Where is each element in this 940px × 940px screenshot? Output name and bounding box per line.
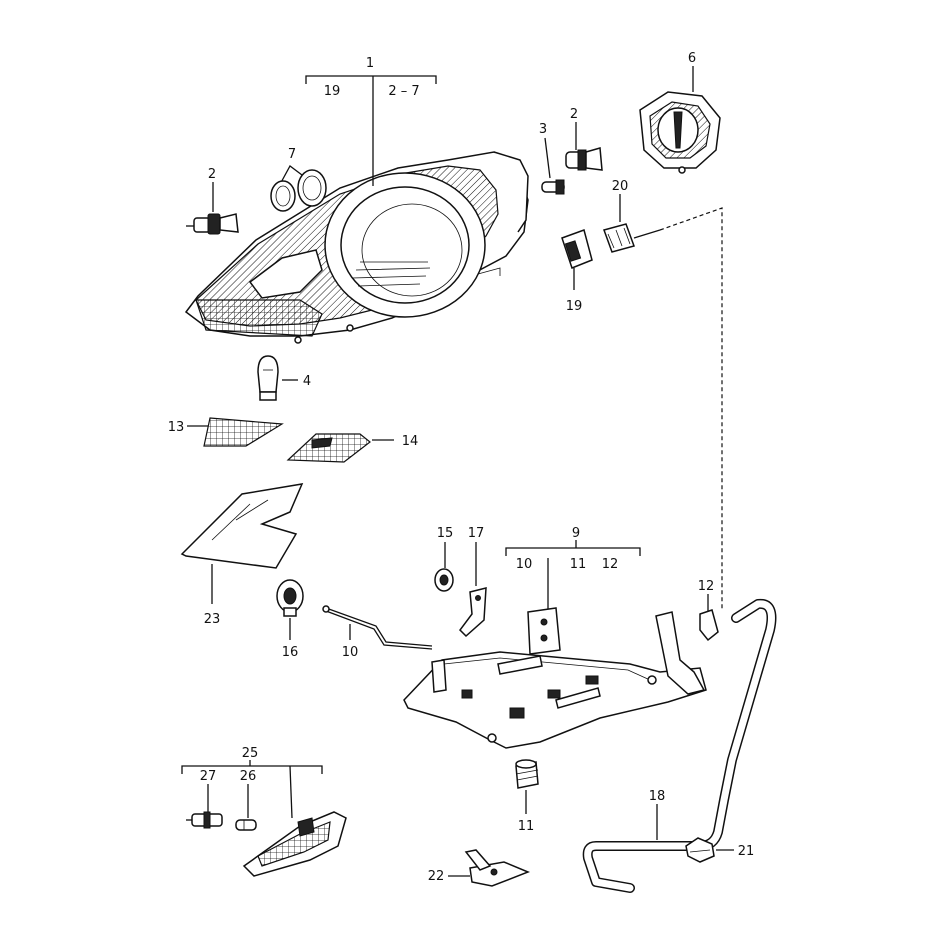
connector-20: 20 [603, 179, 661, 253]
callout-21-label: 21 [738, 844, 755, 859]
seal-rings-7: 7 [270, 147, 327, 212]
grommet-16: 16 [276, 579, 304, 660]
callout-23-label: 23 [204, 612, 221, 627]
hose-clip-21: 21 [685, 837, 755, 863]
nut-15: 15 [434, 526, 454, 592]
callout-17-label: 17 [468, 526, 485, 541]
lens-14: 14 [286, 433, 419, 463]
callout-12-label: 12 [698, 579, 715, 594]
callout-4-label: 4 [303, 374, 311, 389]
bracket-22: 22 [428, 849, 531, 887]
routing-dashed-line [659, 207, 723, 610]
callout-1-label: 1 [366, 56, 374, 71]
bracket-17: 17 [459, 526, 487, 638]
callout-25: 25 27 26 [181, 746, 323, 819]
callout-9-sub-11: 11 [570, 557, 587, 572]
callout-10-label: 10 [342, 645, 359, 660]
spacer-11: 11 [515, 759, 539, 834]
callout-1: 1 19 2 – 7 [305, 56, 437, 186]
lens-13: 13 [168, 417, 284, 447]
headlight-housing [184, 151, 529, 344]
callout-9-sub-12: 12 [602, 557, 619, 572]
callout-25-sub-27: 27 [200, 769, 217, 784]
socket-19: 19 [561, 229, 593, 314]
socket-27 [186, 811, 223, 829]
mounting-base-plate [403, 607, 707, 749]
callout-15-label: 15 [437, 526, 454, 541]
callout-22-label: 22 [428, 869, 445, 884]
bulb-2-left: 2 [186, 167, 239, 235]
callout-25-sub-26: 26 [240, 769, 257, 784]
callout-13-label: 13 [168, 420, 185, 435]
callout-20-label: 20 [612, 179, 629, 194]
callout-2-right-label: 2 [570, 107, 578, 122]
bulb-3: 3 [539, 122, 565, 195]
adjuster-rod-10: 10 [322, 605, 433, 660]
callout-2-left-label: 2 [208, 167, 216, 182]
clip-12: 12 [698, 579, 719, 642]
hose-18: 18 [582, 598, 777, 893]
callout-1-sub-2-7: 2 – 7 [388, 84, 419, 99]
bulb-2-right: 2 [565, 107, 603, 171]
callout-14-label: 14 [402, 434, 419, 449]
cover-cap-6: 6 [639, 51, 721, 174]
callout-16-label: 16 [282, 645, 299, 660]
callout-25-label: 25 [242, 746, 259, 761]
callout-11-label: 11 [518, 819, 535, 834]
callout-7-label: 7 [288, 147, 296, 162]
protective-film-23: 23 [180, 483, 304, 627]
callout-6-label: 6 [688, 51, 696, 66]
side-marker-light-25 [242, 811, 347, 877]
callout-3-label: 3 [539, 122, 547, 137]
bulb-26 [235, 819, 257, 831]
callout-9: 9 10 11 12 [505, 526, 641, 610]
bulb-4: 4 [257, 355, 311, 401]
callout-1-sub-19: 19 [324, 84, 341, 99]
callout-19-label: 19 [566, 299, 583, 314]
callout-18-label: 18 [649, 789, 666, 804]
callout-9-sub-10: 10 [516, 557, 533, 572]
callout-9-label: 9 [572, 526, 580, 541]
